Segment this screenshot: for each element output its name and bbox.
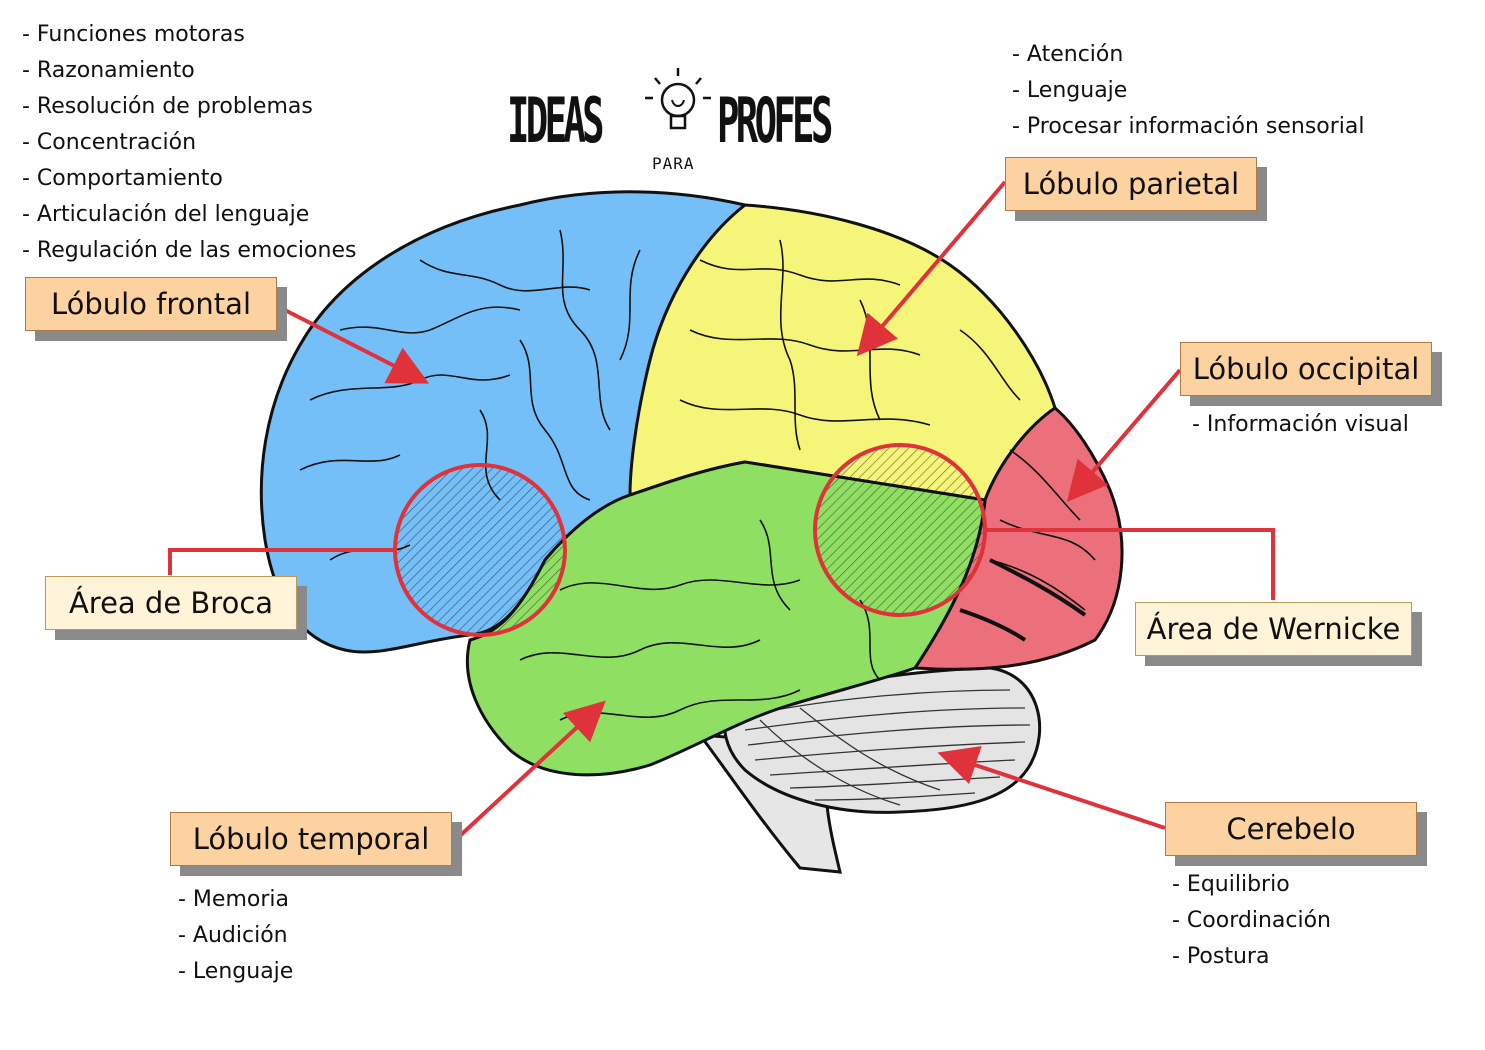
parietal-functions-list: - Atención - Lenguaje - Procesar informa… — [1012, 37, 1365, 145]
arrow-parietal — [856, 180, 1007, 357]
lightbulb-icon — [645, 68, 711, 130]
list-item: - Coordinación — [1172, 908, 1331, 933]
wernicke-area-circle — [813, 443, 987, 617]
occipital-functions-list: - Información visual — [1192, 407, 1409, 443]
frontal-functions-list: - Funciones motoras - Razonamiento - Res… — [22, 17, 356, 269]
list-item: - Procesar información sensorial — [1012, 114, 1365, 139]
list-item: - Equilibrio — [1172, 872, 1290, 897]
list-item: - Regulación de las emociones — [22, 238, 357, 263]
label-lobulo-occipital: Lóbulo occipital — [1180, 342, 1432, 396]
connector-broca — [168, 548, 395, 575]
arrow-frontal — [274, 303, 430, 384]
label-lobulo-temporal: Lóbulo temporal — [170, 812, 452, 866]
label-area-de-broca: Área de Broca — [45, 576, 297, 630]
cerebelo-functions-list: - Equilibrio - Coordinación - Postura — [1172, 867, 1331, 975]
arrow-cerebelo — [937, 746, 1166, 830]
label-area-de-wernicke: Área de Wernicke — [1135, 602, 1412, 656]
list-item: - Resolución de problemas — [22, 94, 313, 119]
list-item: - Atención — [1012, 42, 1124, 67]
list-item: - Información visual — [1192, 412, 1409, 437]
occipital-sulcus — [989, 558, 1087, 617]
list-item: - Funciones motoras — [22, 22, 245, 47]
list-item: - Postura — [1172, 944, 1270, 969]
list-item: - Concentración — [22, 130, 197, 155]
label-lobulo-frontal: Lóbulo frontal — [25, 277, 277, 331]
list-item: - Memoria — [178, 887, 289, 912]
connector-wernicke — [985, 528, 1275, 600]
list-item: - Razonamiento — [22, 58, 195, 83]
broca-area-circle — [393, 463, 567, 637]
logo-word-para: PARA — [652, 154, 695, 173]
arrow-occipital — [1066, 368, 1182, 503]
temporal-functions-list: - Memoria - Audición - Lenguaje — [178, 882, 293, 990]
list-item: - Articulación del lenguaje — [22, 202, 310, 227]
list-item: - Lenguaje — [178, 959, 294, 984]
logo-word-profes: PROFES — [717, 84, 833, 157]
list-item: - Comportamiento — [22, 166, 223, 191]
label-cerebelo: Cerebelo — [1165, 802, 1417, 856]
pointer-arrows — [168, 180, 1275, 847]
list-item: - Audición — [178, 923, 288, 948]
ideas-para-profes-logo: IDEAS PARA PROFES — [505, 62, 885, 182]
arrow-temporal — [448, 700, 606, 847]
occipital-sulcus-2 — [959, 608, 1027, 642]
list-item: - Lenguaje — [1012, 78, 1128, 103]
label-lobulo-parietal: Lóbulo parietal — [1005, 157, 1257, 211]
logo-word-ideas: IDEAS — [507, 84, 605, 157]
